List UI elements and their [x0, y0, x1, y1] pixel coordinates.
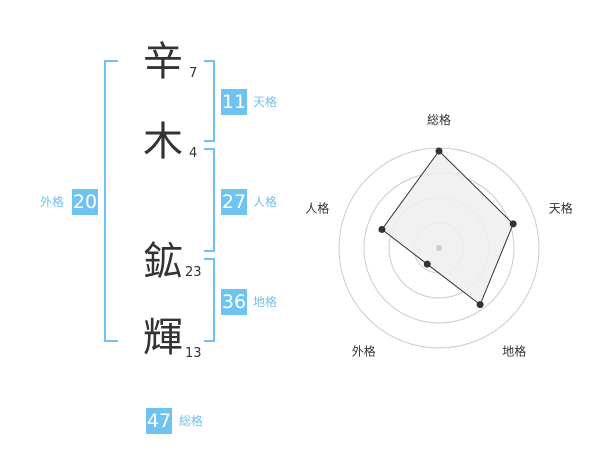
jinkaku-value: 27 [221, 189, 247, 215]
radar-center-dot [436, 245, 442, 251]
gaikaku-value: 20 [72, 189, 98, 215]
radar-area [381, 150, 514, 306]
stroke-count-1: 7 [189, 66, 198, 81]
chikaku-label: 地格 [253, 295, 278, 309]
jinkaku-bracket [204, 148, 215, 252]
stroke-count-4: 13 [185, 346, 202, 361]
soukaku-label: 総格 [179, 414, 204, 428]
gaikaku-label: 外格 [40, 195, 65, 209]
radar-axis-label: 人格 [305, 200, 329, 215]
radar-point [476, 301, 484, 309]
radar-point [378, 225, 386, 233]
radar-point [435, 147, 443, 155]
radar-points [378, 147, 517, 309]
radar-axis-label: 地格 [502, 344, 526, 359]
radar-point [509, 220, 517, 228]
name-char-3: 鉱 [143, 239, 183, 285]
soukaku-value: 47 [146, 408, 172, 434]
tenkaku-label: 天格 [253, 95, 278, 109]
tenkaku-value: 11 [221, 89, 247, 115]
radar-axis-label: 外格 [352, 344, 376, 359]
radar-axis-label: 総格 [427, 112, 451, 127]
stroke-count-2: 4 [189, 146, 198, 161]
tenkaku-bracket [204, 60, 215, 142]
radar-point [423, 260, 431, 268]
chikaku-value: 36 [221, 289, 247, 315]
name-char-2: 木 [143, 119, 183, 165]
name-char-1: 辛 [143, 39, 183, 85]
stroke-count-3: 23 [185, 265, 202, 280]
gaikaku-bracket [104, 60, 118, 342]
chikaku-bracket [204, 258, 215, 342]
name-char-4: 輝 [143, 315, 183, 361]
jinkaku-label: 人格 [253, 195, 278, 209]
radar-axis-label: 天格 [549, 200, 573, 215]
